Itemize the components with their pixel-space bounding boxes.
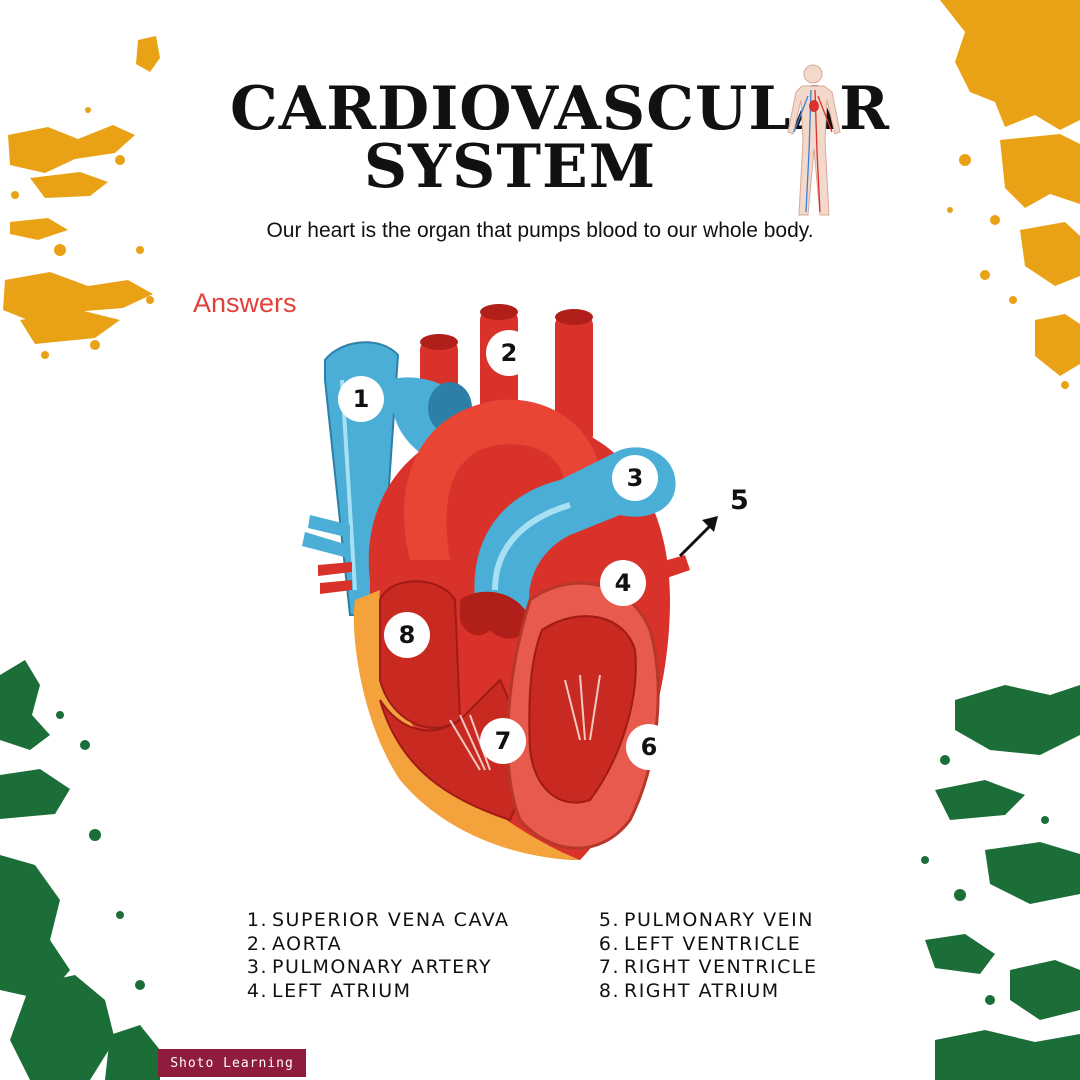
- marker-6: 6: [626, 724, 672, 770]
- subtitle: Our heart is the organ that pumps blood …: [266, 219, 814, 242]
- green-splatter-bottom-left: [0, 660, 160, 1080]
- legend-item: 5.PULMONARY VEIN: [598, 909, 814, 931]
- page-title: CARDIOVASCULAR SYSTEM: [230, 74, 890, 202]
- human-body-icon: [787, 64, 841, 216]
- marker-7: 7: [480, 718, 526, 764]
- legend-item: 2.AORTA: [246, 932, 343, 955]
- legend-item: 1.SUPERIOR VENA CAVA: [246, 909, 510, 931]
- legend-item: 7.RIGHT VENTRICLE: [598, 956, 818, 978]
- marker-1: 1: [338, 376, 384, 422]
- marker-4: 4: [600, 560, 646, 606]
- title-line-1: CARDIOVASCULAR: [230, 74, 890, 144]
- green-splatter-bottom-right: [921, 685, 1080, 1080]
- legend-item: 8.RIGHT ATRIUM: [598, 979, 780, 1002]
- legend-item: 3.PULMONARY ARTERY: [246, 956, 493, 978]
- title-line-2: SYSTEM: [363, 132, 657, 202]
- marker-2: 2: [486, 330, 532, 376]
- orange-splatter-top-right: [940, 0, 1080, 389]
- legend-item: 6.LEFT VENTRICLE: [598, 932, 802, 955]
- marker-3: 3: [612, 455, 658, 501]
- legend-column-right: 5.PULMONARY VEIN 6.LEFT VENTRICLE 7.RIGH…: [598, 909, 817, 1003]
- marker-5: 5: [730, 485, 749, 516]
- answers-heading: Answers: [193, 288, 297, 318]
- arrow-icon: [678, 516, 718, 558]
- legend-column-left: 1.SUPERIOR VENA CAVA 2.AORTA 3.PULMONARY…: [246, 909, 510, 1003]
- marker-8: 8: [384, 612, 430, 658]
- legend-item: 4.LEFT ATRIUM: [246, 979, 412, 1002]
- brand-badge: Shoto Learning: [158, 1049, 306, 1077]
- orange-splatter-top-left: [3, 36, 160, 359]
